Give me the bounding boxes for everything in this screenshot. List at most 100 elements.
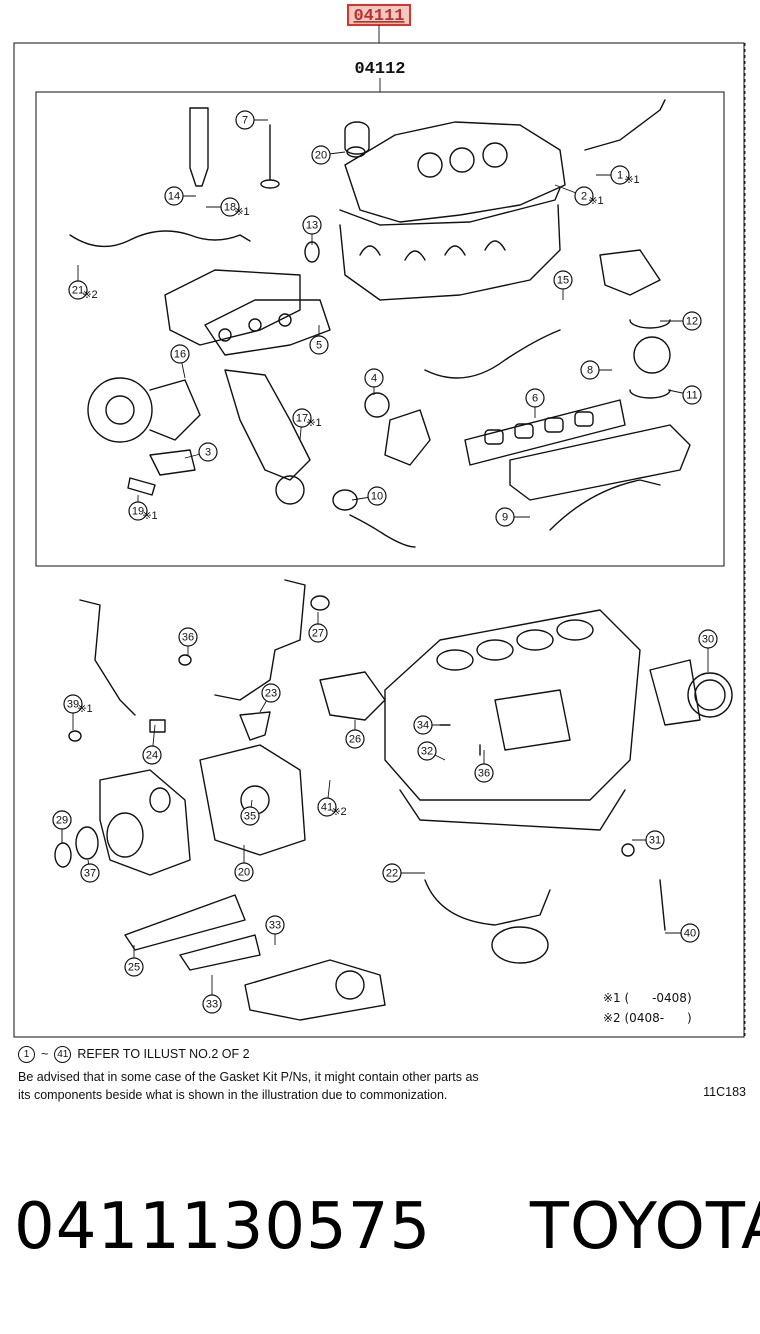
refer-text[interactable]: REFER TO ILLUST NO.2 OF 2 [77, 1047, 250, 1061]
callout-1[interactable]: 1※1 [596, 165, 640, 186]
outer-kit-code-label[interactable]: 04111 [347, 4, 411, 26]
callout-3[interactable]: 3 [184, 442, 218, 462]
callout-number: 3 [205, 447, 211, 459]
callout-7[interactable]: 7 [235, 110, 268, 130]
advice-line-1: Be advised that in some case of the Gask… [18, 1070, 479, 1084]
legend-note-1: ※1 ( -0408) [603, 991, 692, 1005]
callout-circle [308, 623, 328, 643]
callout-circle [178, 627, 198, 647]
callout-circle [580, 360, 600, 380]
callout-mark: ※1 [588, 195, 603, 207]
callout-number: 2 [581, 191, 587, 203]
callout-circle [128, 501, 148, 521]
callout-25[interactable]: 25 [124, 945, 144, 977]
callout-15[interactable]: 15 [553, 270, 573, 300]
callout-17[interactable]: 17※1 [292, 408, 322, 441]
callout-2[interactable]: 2※1 [554, 184, 604, 207]
range-separator: ~ [41, 1047, 49, 1061]
callout-number: 26 [349, 734, 361, 746]
callout-circle [240, 806, 260, 826]
callout-19[interactable]: 19※1 [128, 495, 158, 522]
callout-circle [525, 388, 545, 408]
callout-4[interactable]: 4 [364, 368, 384, 395]
caption-brand: TOYOTA [529, 1190, 760, 1264]
callout-circle [698, 629, 718, 649]
callout-39[interactable]: 39※1 [63, 694, 93, 730]
callout-14[interactable]: 14 [164, 186, 196, 206]
callout-circle [495, 507, 515, 527]
callout-33[interactable]: 33 [265, 915, 285, 945]
callout-circle [382, 863, 402, 883]
callout-number: 41 [321, 802, 333, 814]
callout-34[interactable]: 34 [413, 715, 440, 735]
callout-9[interactable]: 9 [495, 507, 530, 527]
inner-kit-code[interactable]: 04112 [354, 60, 405, 79]
callout-number: 30 [702, 634, 714, 646]
range-start-badge: 1 [18, 1046, 35, 1063]
inner-frame [35, 91, 725, 567]
callout-13[interactable]: 13 [302, 215, 322, 245]
callout-31[interactable]: 31 [632, 830, 665, 850]
callout-number: 36 [478, 768, 490, 780]
callout-24[interactable]: 24 [142, 724, 162, 765]
callout-35[interactable]: 35 [240, 799, 260, 826]
callout-circle [311, 145, 331, 165]
callout-29[interactable]: 29 [52, 810, 72, 843]
callout-11[interactable]: 11 [667, 385, 702, 405]
callout-20[interactable]: 20 [234, 845, 254, 882]
callout-22[interactable]: 22 [382, 863, 425, 883]
callout-33[interactable]: 33 [202, 975, 222, 1014]
callout-18[interactable]: 18※1 [206, 197, 250, 218]
callout-circle [345, 729, 365, 749]
callout-30[interactable]: 30 [698, 629, 718, 672]
callout-number: 13 [306, 220, 318, 232]
callout-6[interactable]: 6 [525, 388, 545, 418]
outer-kit-code: 04111 [353, 7, 404, 26]
callout-21[interactable]: 21※2 [68, 265, 98, 301]
part-caption: 0411130575 TOYOTA [14, 1190, 760, 1264]
callout-number: 14 [168, 191, 180, 203]
callout-16[interactable]: 16 [170, 344, 190, 379]
callout-number: 11 [686, 390, 697, 402]
callout-circle [234, 862, 254, 882]
callout-32[interactable]: 32 [417, 741, 446, 761]
callout-number: 35 [244, 811, 256, 823]
callout-number: 9 [502, 512, 508, 524]
callout-number: 20 [238, 867, 250, 879]
callout-number: 6 [532, 393, 538, 405]
callout-circle [68, 280, 88, 300]
callout-number: 29 [56, 815, 68, 827]
range-end-badge: 41 [54, 1046, 72, 1063]
callout-number: 10 [371, 491, 383, 503]
callout-37[interactable]: 37 [80, 859, 100, 883]
refer-note: 1 ~ 41 REFER TO ILLUST NO.2 OF 2 [18, 1046, 250, 1063]
callout-10[interactable]: 10 [351, 486, 387, 506]
callout-circle [680, 923, 700, 943]
callout-circle [235, 110, 255, 130]
callout-circle [309, 335, 329, 355]
callout-26[interactable]: 26 [345, 720, 365, 749]
callout-number: 24 [146, 750, 158, 762]
callout-8[interactable]: 8 [580, 360, 612, 380]
callout-number: 33 [269, 920, 281, 932]
callout-5[interactable]: 5 [309, 325, 329, 355]
callout-number: 34 [417, 720, 429, 732]
callout-circle [164, 186, 184, 206]
callout-number: 17 [296, 413, 308, 425]
callout-number: 22 [386, 868, 398, 880]
callout-20[interactable]: 20 [311, 145, 346, 165]
callout-circle [367, 486, 387, 506]
callout-36[interactable]: 36 [474, 750, 494, 783]
callout-number: 33 [206, 999, 218, 1011]
callout-number: 8 [587, 365, 593, 377]
callout-12[interactable]: 12 [660, 311, 702, 331]
callout-circle [610, 165, 630, 185]
callout-layer: 1※12※134567891011121314151617※118※119※12… [52, 110, 718, 1014]
callout-23[interactable]: 23 [259, 683, 281, 713]
callout-36[interactable]: 36 [178, 627, 198, 655]
callout-40[interactable]: 40 [665, 923, 700, 943]
callout-circle [63, 694, 83, 714]
callout-27[interactable]: 27 [308, 612, 328, 643]
callout-41[interactable]: 41※2 [317, 779, 347, 818]
callout-mark: ※1 [142, 510, 157, 522]
